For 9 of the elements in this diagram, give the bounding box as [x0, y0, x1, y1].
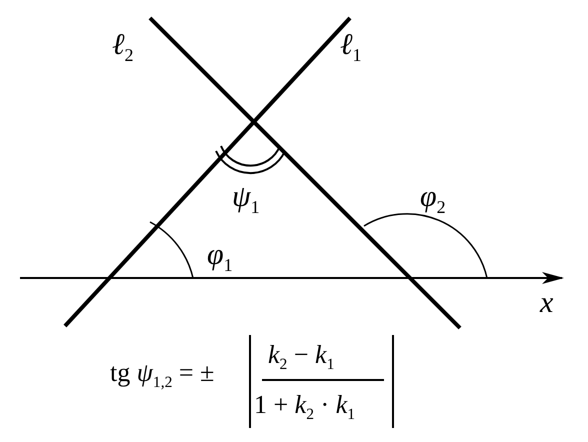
- formula-denominator: 1 + k$_{2}$ · k$_{1}$: [254, 392, 356, 423]
- line-label: ℓ$_{1}$: [340, 30, 362, 64]
- angle-label: φ$_{2}$: [420, 182, 446, 216]
- axis-label: x: [540, 288, 554, 318]
- formula-text: tg ψ$_{1,2}$ = ±: [110, 360, 214, 391]
- line-label: ℓ$_{2}$: [112, 30, 134, 64]
- formula-numerator: k$_{2}$ − k$_{1}$: [268, 342, 334, 373]
- angle-label: ψ$_{1}$: [232, 182, 260, 216]
- angle-label: φ$_{1}$: [207, 240, 233, 274]
